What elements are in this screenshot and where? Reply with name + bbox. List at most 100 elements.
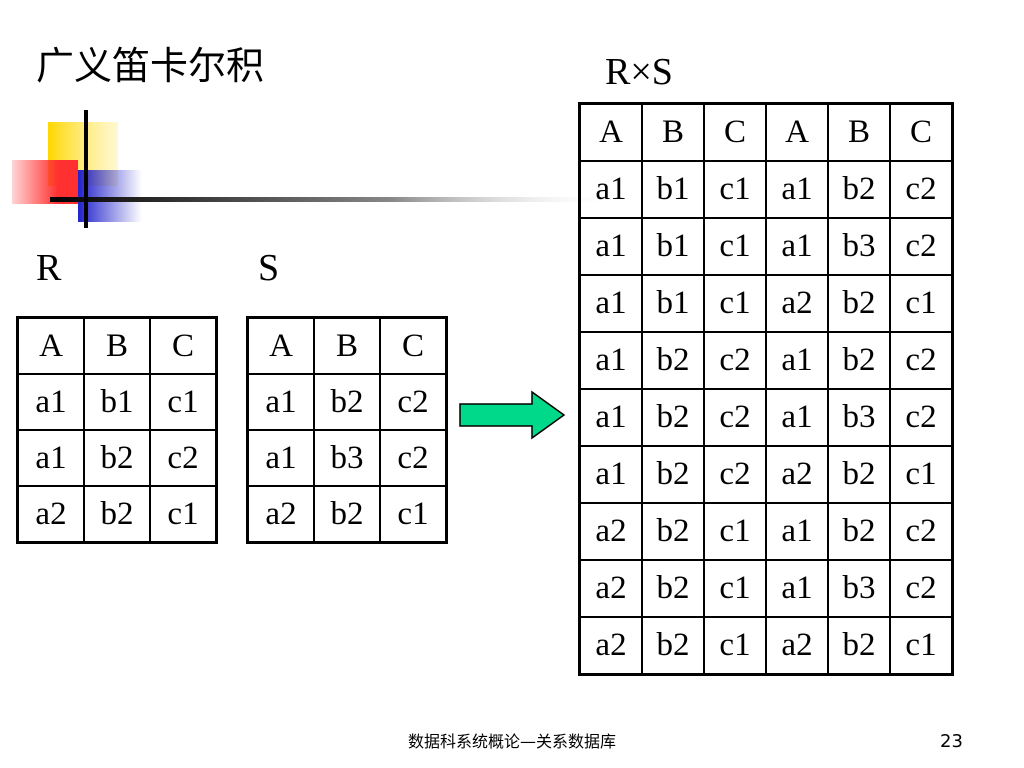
- slide-footer: 数据科系统概论—关系数据库: [407, 732, 616, 751]
- table-cell: b1: [641, 160, 705, 219]
- table-cell: b2: [827, 445, 891, 504]
- table-cell: a1: [578, 160, 643, 219]
- table-cell: b2: [83, 485, 151, 544]
- column-header: C: [379, 316, 448, 375]
- table-cell: a1: [765, 331, 829, 390]
- table-cell: c1: [703, 160, 767, 219]
- table-cell: c1: [889, 274, 954, 333]
- table-cell: a1: [765, 388, 829, 447]
- table-cell: b2: [641, 331, 705, 390]
- table-cell: b3: [827, 217, 891, 276]
- table-cell: c2: [379, 373, 448, 431]
- table-cell: b2: [641, 616, 705, 676]
- column-header: C: [149, 316, 218, 375]
- table-cell: c1: [703, 616, 767, 676]
- relation-r-label: R: [36, 247, 62, 289]
- result-arrow-icon: [459, 390, 566, 440]
- column-header: A: [765, 102, 829, 162]
- table-cell: a1: [16, 429, 85, 487]
- table-cell: b3: [827, 388, 891, 447]
- table-cell: c1: [149, 485, 218, 544]
- table-cell: a1: [246, 373, 315, 431]
- table-cell: c2: [703, 331, 767, 390]
- table-cell: b1: [83, 373, 151, 431]
- deco-blue-square: [78, 170, 142, 222]
- relation-s-label: S: [258, 247, 280, 289]
- table-cell: c2: [703, 388, 767, 447]
- table-cell: b1: [641, 217, 705, 276]
- table-cell: b2: [641, 388, 705, 447]
- table-cell: a2: [765, 274, 829, 333]
- table-cell: a2: [578, 559, 643, 618]
- table-cell: b2: [827, 274, 891, 333]
- table-cell: b2: [827, 502, 891, 561]
- table-cell: c1: [703, 559, 767, 618]
- table-cell: a2: [16, 485, 85, 544]
- table-cell: c1: [703, 274, 767, 333]
- table-cell: a1: [765, 559, 829, 618]
- table-cell: b3: [827, 559, 891, 618]
- table-cell: c2: [703, 445, 767, 504]
- table-cell: c2: [889, 160, 954, 219]
- table-cell: a1: [765, 502, 829, 561]
- table-cell: c2: [889, 331, 954, 390]
- table-cell: b2: [641, 502, 705, 561]
- deco-vertical-line: [84, 110, 88, 228]
- table-cell: a1: [578, 388, 643, 447]
- table-cell: c2: [889, 217, 954, 276]
- table-cell: a1: [246, 429, 315, 487]
- column-header: B: [827, 102, 891, 162]
- table-cell: b1: [641, 274, 705, 333]
- table-cell: a1: [765, 160, 829, 219]
- table-cell: c2: [149, 429, 218, 487]
- column-header: A: [246, 316, 315, 375]
- table-cell: b2: [827, 331, 891, 390]
- table-cell: c1: [889, 445, 954, 504]
- table-cell: b2: [641, 445, 705, 504]
- table-cell: a2: [765, 616, 829, 676]
- table-cell: a2: [578, 502, 643, 561]
- table-cell: b2: [641, 559, 705, 618]
- table-cell: a1: [578, 331, 643, 390]
- table-cell: a1: [765, 217, 829, 276]
- page-number: 23: [940, 731, 963, 752]
- table-cell: a2: [765, 445, 829, 504]
- table-cell: b2: [827, 616, 891, 676]
- deco-red-square: [12, 160, 78, 204]
- table-cell: c1: [889, 616, 954, 676]
- table-cell: c1: [703, 217, 767, 276]
- table-cell: a1: [578, 274, 643, 333]
- table-cell: a1: [578, 445, 643, 504]
- table-cell: b2: [827, 160, 891, 219]
- table-cell: a1: [578, 217, 643, 276]
- table-cell: c1: [703, 502, 767, 561]
- table-cell: c1: [149, 373, 218, 431]
- table-cell: a2: [578, 616, 643, 676]
- table-cell: c1: [379, 485, 448, 544]
- table-cell: c2: [889, 559, 954, 618]
- table-cell: a2: [246, 485, 315, 544]
- product-label: R×S: [605, 51, 673, 93]
- table-cell: b2: [313, 485, 381, 544]
- table-cell: c2: [889, 388, 954, 447]
- table-cell: b2: [313, 373, 381, 431]
- column-header: A: [16, 316, 85, 375]
- column-header: B: [313, 316, 381, 375]
